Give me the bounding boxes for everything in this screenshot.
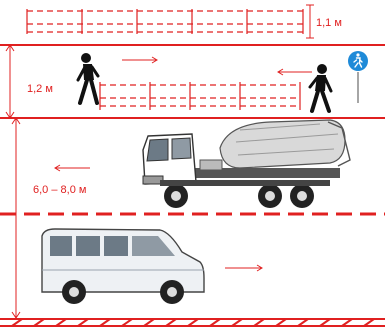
sidewalk-width-dimension [5, 44, 15, 119]
sidewalk-arrow-right [122, 56, 158, 64]
roadway-width-dimension [11, 117, 21, 319]
top-barrier-fence [26, 9, 304, 34]
barrier-height-dimension [306, 4, 314, 39]
roadway-width-label: 6,0 – 8,0 м [33, 184, 87, 196]
pedestrian-icon [308, 64, 333, 113]
sidewalk-fence [99, 82, 301, 110]
barrier-height-label: 1,1 м [316, 17, 342, 29]
concrete-mixer-truck-icon [142, 119, 351, 208]
sidewalk-width-label: 1,2 м [27, 83, 53, 95]
road-edge-marking [0, 318, 385, 327]
minibus-van-icon [41, 228, 205, 304]
lane-arrow-right [225, 264, 263, 272]
lane-arrow-left [54, 164, 90, 172]
sidewalk-arrow-left [277, 68, 312, 76]
pedestrian-icon [76, 53, 100, 105]
pedestrian-sign-icon [348, 51, 368, 103]
